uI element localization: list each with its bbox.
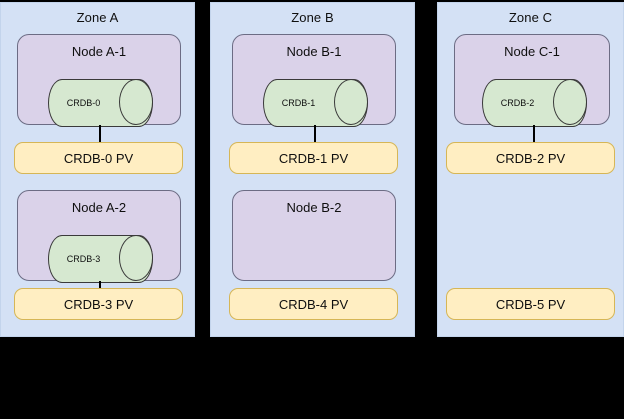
pv-crdb-1-label: CRDB-1 PV xyxy=(278,150,349,166)
connector-crdb-1 xyxy=(314,125,316,142)
node-a-1: Node A-1 CRDB-0 xyxy=(17,34,181,127)
pv-crdb-4-label: CRDB-4 PV xyxy=(278,296,349,312)
database-crdb-3-label: CRDB-3 xyxy=(66,254,101,264)
database-cylinder-cap-icon xyxy=(119,235,153,281)
pv-crdb-4: CRDB-4 PV xyxy=(229,288,398,320)
zone-title-c: Zone C xyxy=(508,10,553,25)
node-b-2: Node B-2 xyxy=(232,190,396,281)
database-crdb-2: CRDB-2 xyxy=(482,79,587,127)
node-b-1-title: Node B-1 xyxy=(286,44,342,59)
zone-panel-b: Zone B Node B-1 CRDB-1 CRDB-1 PV Node B-… xyxy=(210,2,415,337)
pv-crdb-0-label: CRDB-0 PV xyxy=(63,150,134,166)
database-crdb-3: CRDB-3 xyxy=(48,235,153,283)
connector-crdb-2 xyxy=(533,125,535,142)
connector-crdb-0 xyxy=(99,125,101,142)
node-a-2: Node A-2 CRDB-3 xyxy=(17,190,181,283)
pv-crdb-2-label: CRDB-2 PV xyxy=(495,150,566,166)
database-cylinder-cap-icon xyxy=(119,79,153,125)
node-c-1-title: Node C-1 xyxy=(504,44,560,59)
pv-crdb-3-label: CRDB-3 PV xyxy=(63,296,134,312)
node-c-1: Node C-1 CRDB-2 xyxy=(454,34,610,127)
pv-crdb-2: CRDB-2 PV xyxy=(446,142,615,174)
node-b-1: Node B-1 CRDB-1 xyxy=(232,34,396,127)
pv-crdb-3: CRDB-3 PV xyxy=(14,288,183,320)
zone-title-b: Zone B xyxy=(291,10,334,25)
database-crdb-2-label: CRDB-2 xyxy=(500,98,535,108)
database-crdb-1: CRDB-1 xyxy=(263,79,368,127)
zone-title-a: Zone A xyxy=(76,10,119,25)
pv-crdb-5-label: CRDB-5 PV xyxy=(495,296,566,312)
database-cylinder-cap-icon xyxy=(553,79,587,125)
pv-crdb-5: CRDB-5 PV xyxy=(446,288,615,320)
node-a-2-title: Node A-2 xyxy=(71,200,127,215)
database-cylinder-cap-icon xyxy=(334,79,368,125)
database-crdb-0: CRDB-0 xyxy=(48,79,153,127)
database-crdb-0-label: CRDB-0 xyxy=(66,98,101,108)
pv-crdb-1: CRDB-1 PV xyxy=(229,142,398,174)
database-crdb-1-label: CRDB-1 xyxy=(281,98,316,108)
node-a-1-title: Node A-1 xyxy=(71,44,127,59)
pv-crdb-0: CRDB-0 PV xyxy=(14,142,183,174)
zone-panel-a: Zone A Node A-1 CRDB-0 CRDB-0 PV Node A-… xyxy=(0,2,195,337)
zone-panel-c: Zone C Node C-1 CRDB-2 CRDB-2 PV CRDB-5 … xyxy=(437,2,624,337)
node-b-2-title: Node B-2 xyxy=(286,200,342,215)
